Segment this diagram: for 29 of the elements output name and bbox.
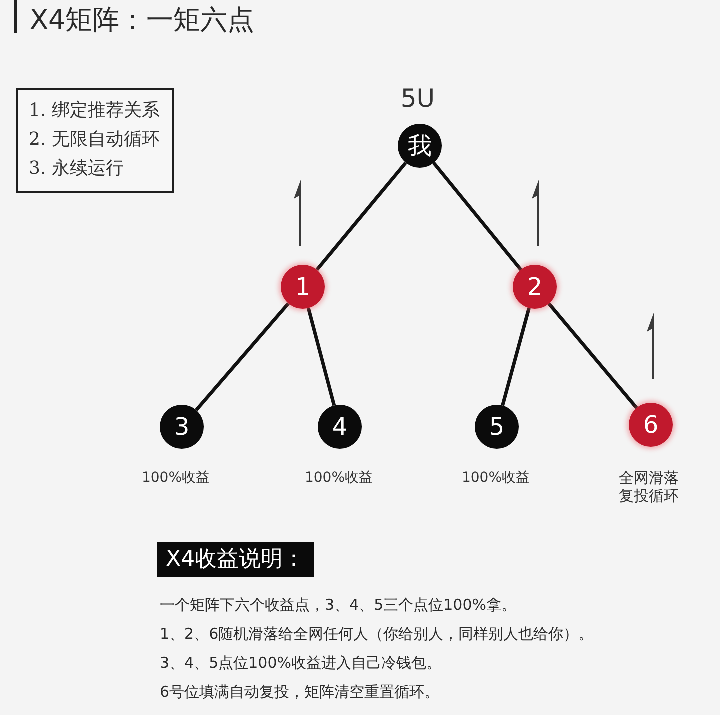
node-caption: 100%收益 (304, 469, 374, 487)
description-line: 6号位填满自动复投，矩阵清空重置循环。 (160, 682, 440, 703)
node-label: 4 (332, 413, 348, 441)
connector-line (501, 308, 531, 406)
node-caption: 100%收益 (462, 469, 530, 487)
node-caption: 全网滑落复投循环 (618, 469, 680, 505)
description-line: 一个矩阵下六个收益点，3、4、5三个点位100%拿。 (160, 595, 517, 616)
node-caption: 5U (400, 84, 436, 114)
description-line: 1、2、6随机滑落给全网任何人（你给别人，同样别人也给你）。 (160, 624, 594, 645)
connector-line (548, 302, 638, 410)
heading-band (157, 542, 314, 577)
node-label: 1 (295, 273, 311, 301)
node-label: 2 (527, 273, 543, 301)
list-item: 1. 绑定推荐关系 (29, 99, 160, 123)
description-line: 3、4、5点位100%收益进入自己冷钱包。 (160, 653, 442, 674)
list-item: 2. 无限自动循环 (29, 128, 160, 152)
node-label: 6 (643, 411, 659, 439)
connector-line (316, 162, 408, 272)
heading-text: X4收益说明： (166, 546, 306, 574)
connector-line (432, 162, 522, 272)
node-label: 3 (174, 413, 190, 441)
node-caption: 100%收益 (142, 469, 210, 487)
title: X4矩阵：一矩六点 (30, 4, 255, 38)
list-item: 3. 永续运行 (29, 157, 125, 181)
node-label: 我 (408, 132, 432, 160)
node-label: 5 (489, 413, 505, 441)
connector-line (195, 302, 290, 412)
list-box (16, 88, 174, 193)
connector-line (306, 308, 336, 406)
